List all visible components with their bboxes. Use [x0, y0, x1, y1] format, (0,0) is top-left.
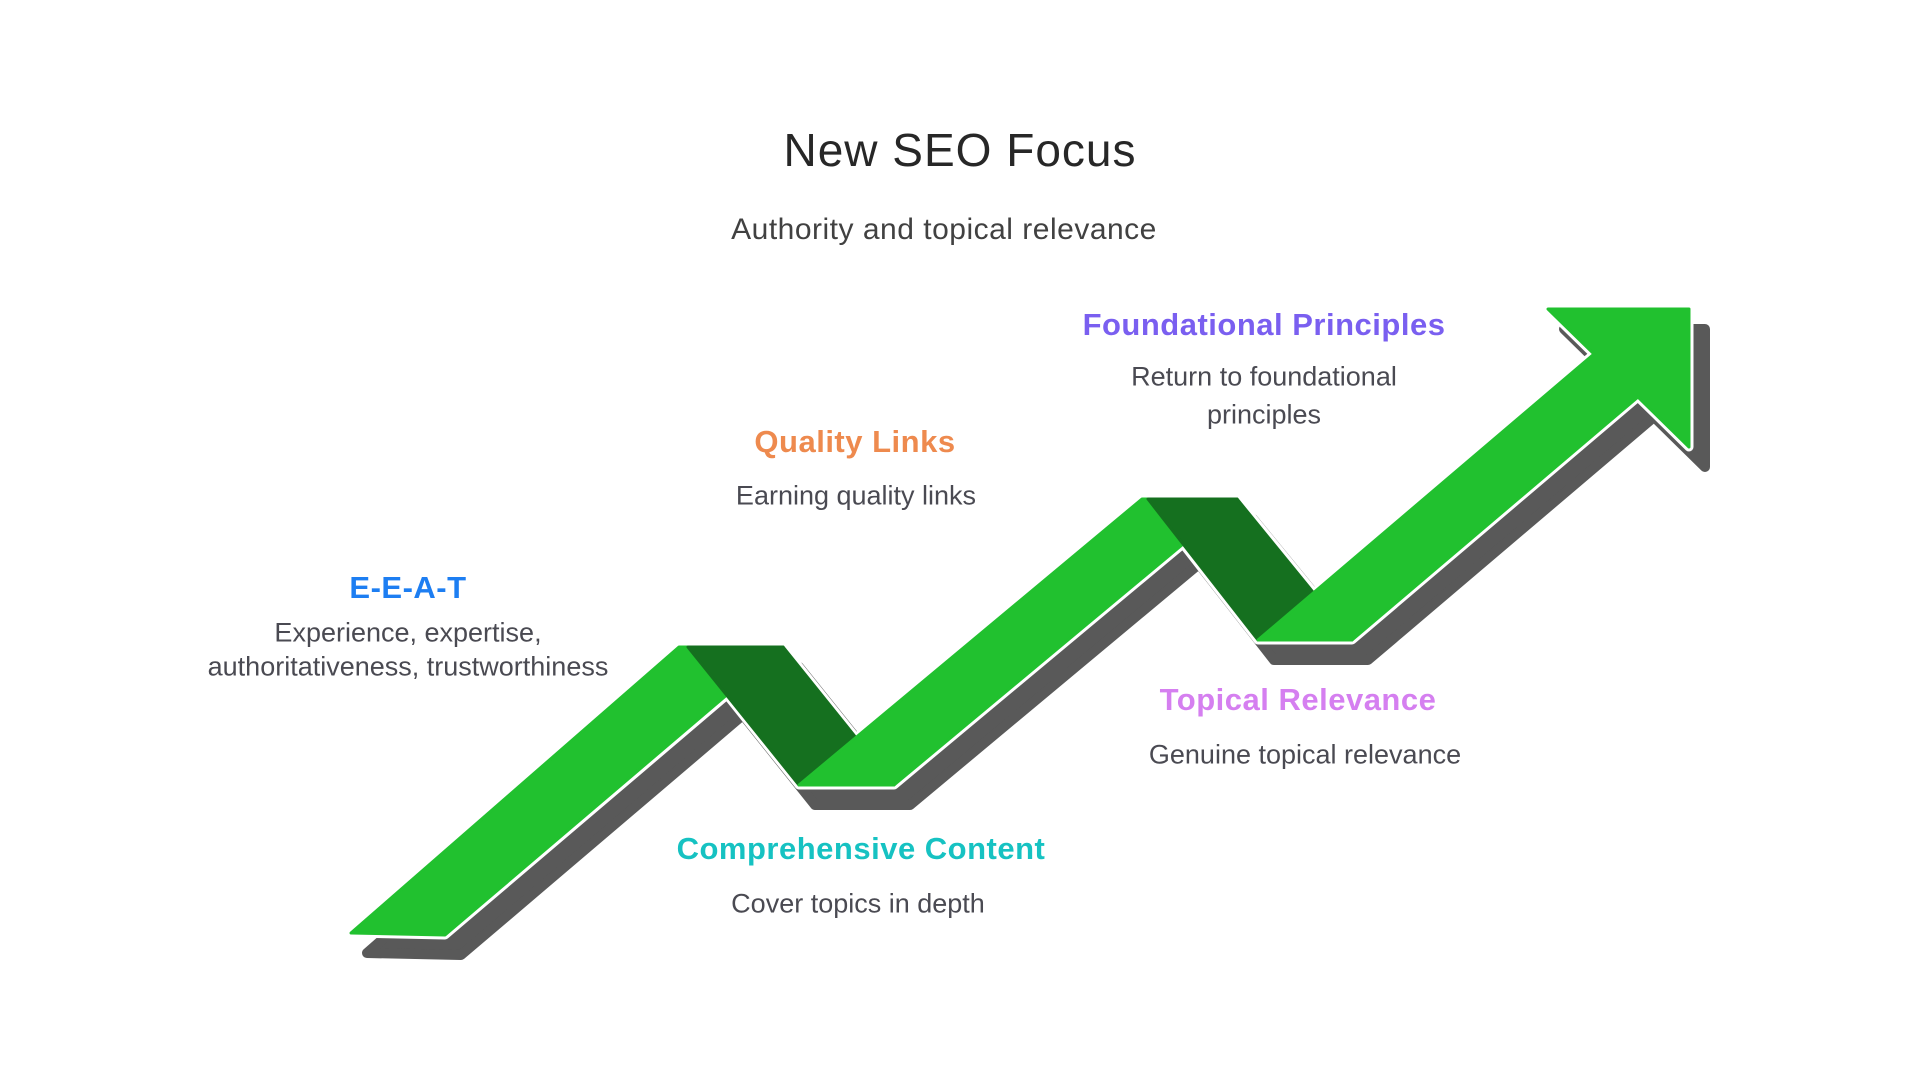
arrow-rise-segment-1 [349, 645, 785, 937]
stage-desc-foundational-line1: Return to foundational [1131, 361, 1397, 392]
page-subtitle: Authority and topical relevance [731, 213, 1157, 246]
stage-label-topical: Topical Relevance [1159, 682, 1437, 717]
page-title: New SEO Focus [783, 124, 1137, 176]
stage-desc-quality: Earning quality links [735, 480, 977, 511]
arrow-head-segment [1256, 307, 1691, 642]
stage-label-quality: Quality Links [754, 424, 956, 459]
stage-label-foundational: Foundational Principles [1082, 307, 1446, 342]
stage-desc-foundational-line2: principles [1206, 399, 1322, 430]
stage-label-comprehensive: Comprehensive Content [676, 831, 1046, 866]
stage-desc-topical: Genuine topical relevance [1148, 739, 1462, 770]
stage-desc-comprehensive: Cover topics in depth [731, 888, 985, 919]
stage-desc-eeat-line1: Experience, expertise, [274, 617, 542, 648]
stage-desc-eeat-line2: authoritativeness, trustworthiness [207, 651, 609, 682]
stage-label-eeat: E-E-A-T [349, 570, 467, 605]
